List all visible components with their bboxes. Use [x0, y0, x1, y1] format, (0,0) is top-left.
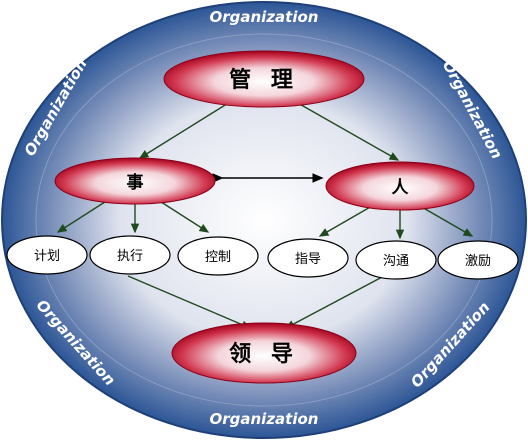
- arrow-zhixing-to-leadership: [127, 275, 252, 329]
- leaf-jili: 激励: [437, 240, 519, 280]
- leaf-jihua-label: 计划: [34, 249, 60, 264]
- arrow-management-to-affairs: [138, 101, 231, 159]
- node-affairs: 事: [54, 157, 216, 205]
- leaf-zhixing-label: 执行: [117, 249, 143, 264]
- leaf-zhidao: 指导: [267, 238, 349, 278]
- leaf-goutong-label: 沟通: [383, 254, 409, 269]
- node-people: 人: [325, 161, 475, 211]
- inner-ring-edge: [35, 33, 493, 407]
- node-management: 管 理: [163, 50, 365, 108]
- leaf-goutong: 沟通: [355, 240, 437, 280]
- node-affairs-label: 事: [127, 173, 144, 193]
- ring-word-top: Organization: [210, 8, 319, 26]
- leaf-zhidao-label: 指导: [295, 252, 321, 267]
- node-leadership: 领 导: [171, 322, 357, 384]
- leaf-zhixing: 执行: [89, 235, 171, 275]
- arrow-people-to-zhidao: [318, 205, 373, 237]
- arrow-affairs-to-kongzhi: [157, 199, 210, 233]
- leaf-kongzhi: 控制: [177, 236, 259, 276]
- arrows: [56, 101, 474, 329]
- arrow-goutong-to-leadership: [284, 275, 385, 329]
- leaf-jili-label: 激励: [465, 254, 491, 269]
- node-management-label: 管 理: [229, 67, 299, 93]
- node-people-label: 人: [392, 178, 410, 198]
- leaf-kongzhi-label: 控制: [205, 250, 231, 265]
- arrow-people-to-jili: [419, 205, 474, 237]
- ring-word-bottom: Organization: [210, 410, 319, 428]
- arrow-affairs-to-jihua: [56, 199, 109, 233]
- node-leadership-label: 领 导: [229, 341, 299, 367]
- arrow-management-to-people: [295, 101, 400, 161]
- leaf-jihua: 计划: [6, 235, 88, 275]
